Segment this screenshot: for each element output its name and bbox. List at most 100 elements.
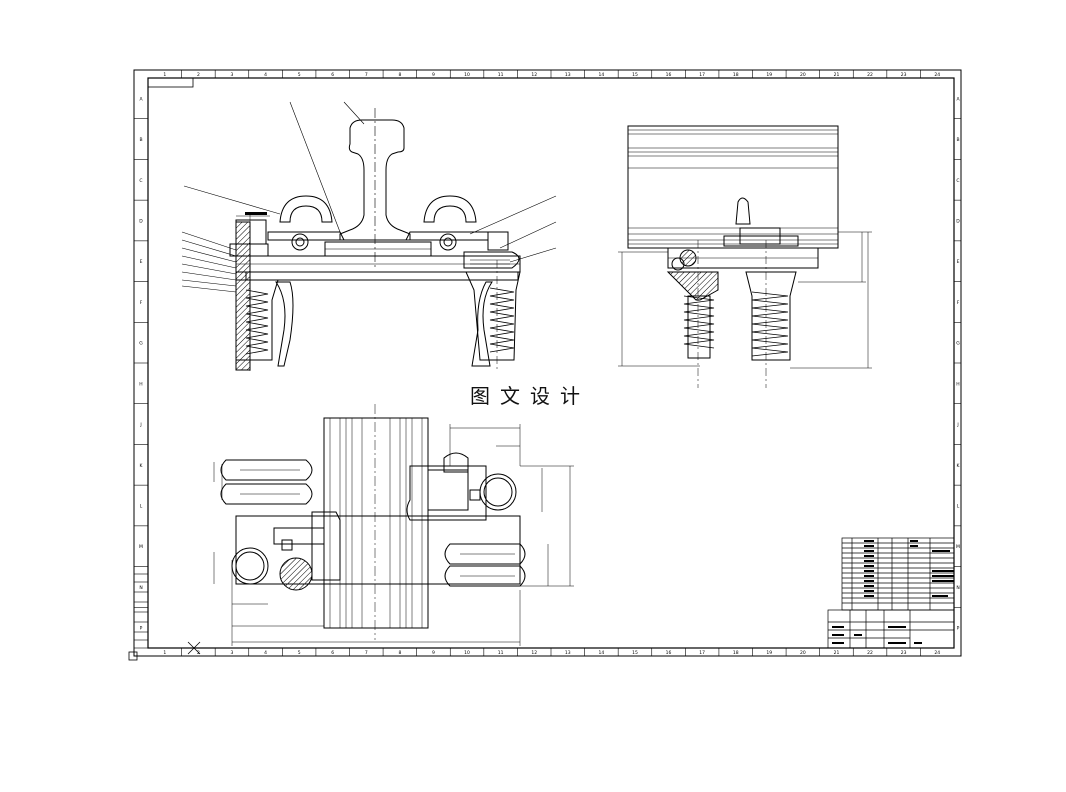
column-label: 8 [398, 72, 401, 78]
hatched-bolt-head [279, 557, 313, 591]
column-label: 16 [666, 72, 672, 78]
column-label: 12 [531, 72, 537, 78]
column-label: 6 [331, 72, 334, 78]
row-label: F [140, 300, 143, 306]
row-label: E [140, 259, 143, 265]
column-label: 21 [834, 72, 840, 78]
rail-side-body [627, 125, 839, 249]
column-label: 14 [599, 650, 605, 656]
column-label: 4 [264, 650, 267, 656]
square-marker-icon [128, 651, 138, 661]
row-label: M [956, 544, 960, 550]
right-anchor [465, 271, 521, 361]
row-label: A [956, 96, 960, 102]
column-label: 23 [901, 650, 907, 656]
column-label: 18 [733, 650, 739, 656]
column-label: 20 [800, 72, 806, 78]
column-label: 1 [163, 650, 166, 656]
row-labels-right: A B C D E F G H J K L M N P [956, 96, 960, 631]
row-label: C [139, 178, 142, 184]
column-label: 5 [298, 72, 301, 78]
row-label: J [956, 422, 958, 428]
row-ruler [134, 118, 961, 608]
column-label: 24 [934, 650, 940, 656]
x-mark-icon [187, 641, 201, 655]
front-view [181, 101, 557, 372]
revision-strip [133, 573, 149, 649]
column-label: 10 [464, 650, 470, 656]
left-spring-upper [220, 459, 313, 481]
column-label: 2 [197, 72, 200, 78]
column-label: 7 [365, 650, 368, 656]
row-label: H [956, 381, 959, 387]
drawing-frame [133, 69, 962, 657]
row-label: B [956, 137, 959, 143]
row-label: C [956, 178, 959, 184]
column-label: 17 [699, 650, 705, 656]
column-label: 16 [666, 650, 672, 656]
column-label: 22 [867, 650, 873, 656]
row-label: N [139, 585, 142, 591]
plan-view [213, 404, 574, 646]
row-label: P [957, 626, 960, 632]
column-label: 13 [565, 650, 571, 656]
row-label: P [140, 626, 143, 632]
column-label: 12 [531, 650, 537, 656]
column-label: 19 [766, 72, 772, 78]
right-clip [423, 195, 477, 223]
row-label: F [957, 300, 960, 306]
row-label: K [957, 463, 961, 469]
column-label: 9 [432, 650, 435, 656]
title-block [827, 609, 955, 649]
row-label: K [140, 463, 144, 469]
side-view [618, 125, 872, 388]
column-label: 20 [800, 650, 806, 656]
row-label: G [139, 341, 143, 347]
left-anchor-thread [245, 289, 269, 355]
column-label: 8 [398, 650, 401, 656]
column-label: 3 [231, 650, 234, 656]
column-label: 7 [365, 72, 368, 78]
column-label: 1 [163, 72, 166, 78]
parts-list [841, 537, 955, 611]
column-label: 11 [498, 72, 504, 78]
column-label: 21 [834, 650, 840, 656]
column-label: 6 [331, 650, 334, 656]
row-label: A [139, 96, 143, 102]
column-label: 11 [498, 650, 504, 656]
column-label: 15 [632, 72, 638, 78]
rail-plan [323, 417, 429, 629]
row-label: N [956, 585, 959, 591]
left-clip [279, 195, 333, 223]
row-label: D [139, 219, 143, 225]
column-label: 4 [264, 72, 267, 78]
watermark-text: 图文设计 [470, 384, 590, 408]
row-label: B [139, 137, 142, 143]
column-label: 3 [231, 72, 234, 78]
column-label: 18 [733, 72, 739, 78]
column-label: 10 [464, 72, 470, 78]
column-label: 5 [298, 650, 301, 656]
row-label: L [140, 504, 143, 510]
right-spring-lower [444, 543, 526, 565]
row-label: J [139, 422, 141, 428]
row-label: D [956, 219, 960, 225]
row-label: M [139, 544, 143, 550]
column-label: 17 [699, 72, 705, 78]
right-anchor-thread [489, 287, 515, 353]
column-label: 15 [632, 650, 638, 656]
column-ruler [181, 70, 921, 656]
column-label: 13 [565, 72, 571, 78]
row-label: L [957, 504, 960, 510]
side-anchor-left [666, 271, 719, 301]
row-label: E [957, 259, 960, 265]
left-anchor [235, 279, 279, 361]
row-label: G [956, 341, 960, 347]
column-label: 9 [432, 72, 435, 78]
column-label: 14 [599, 72, 605, 78]
column-label: 24 [934, 72, 940, 78]
